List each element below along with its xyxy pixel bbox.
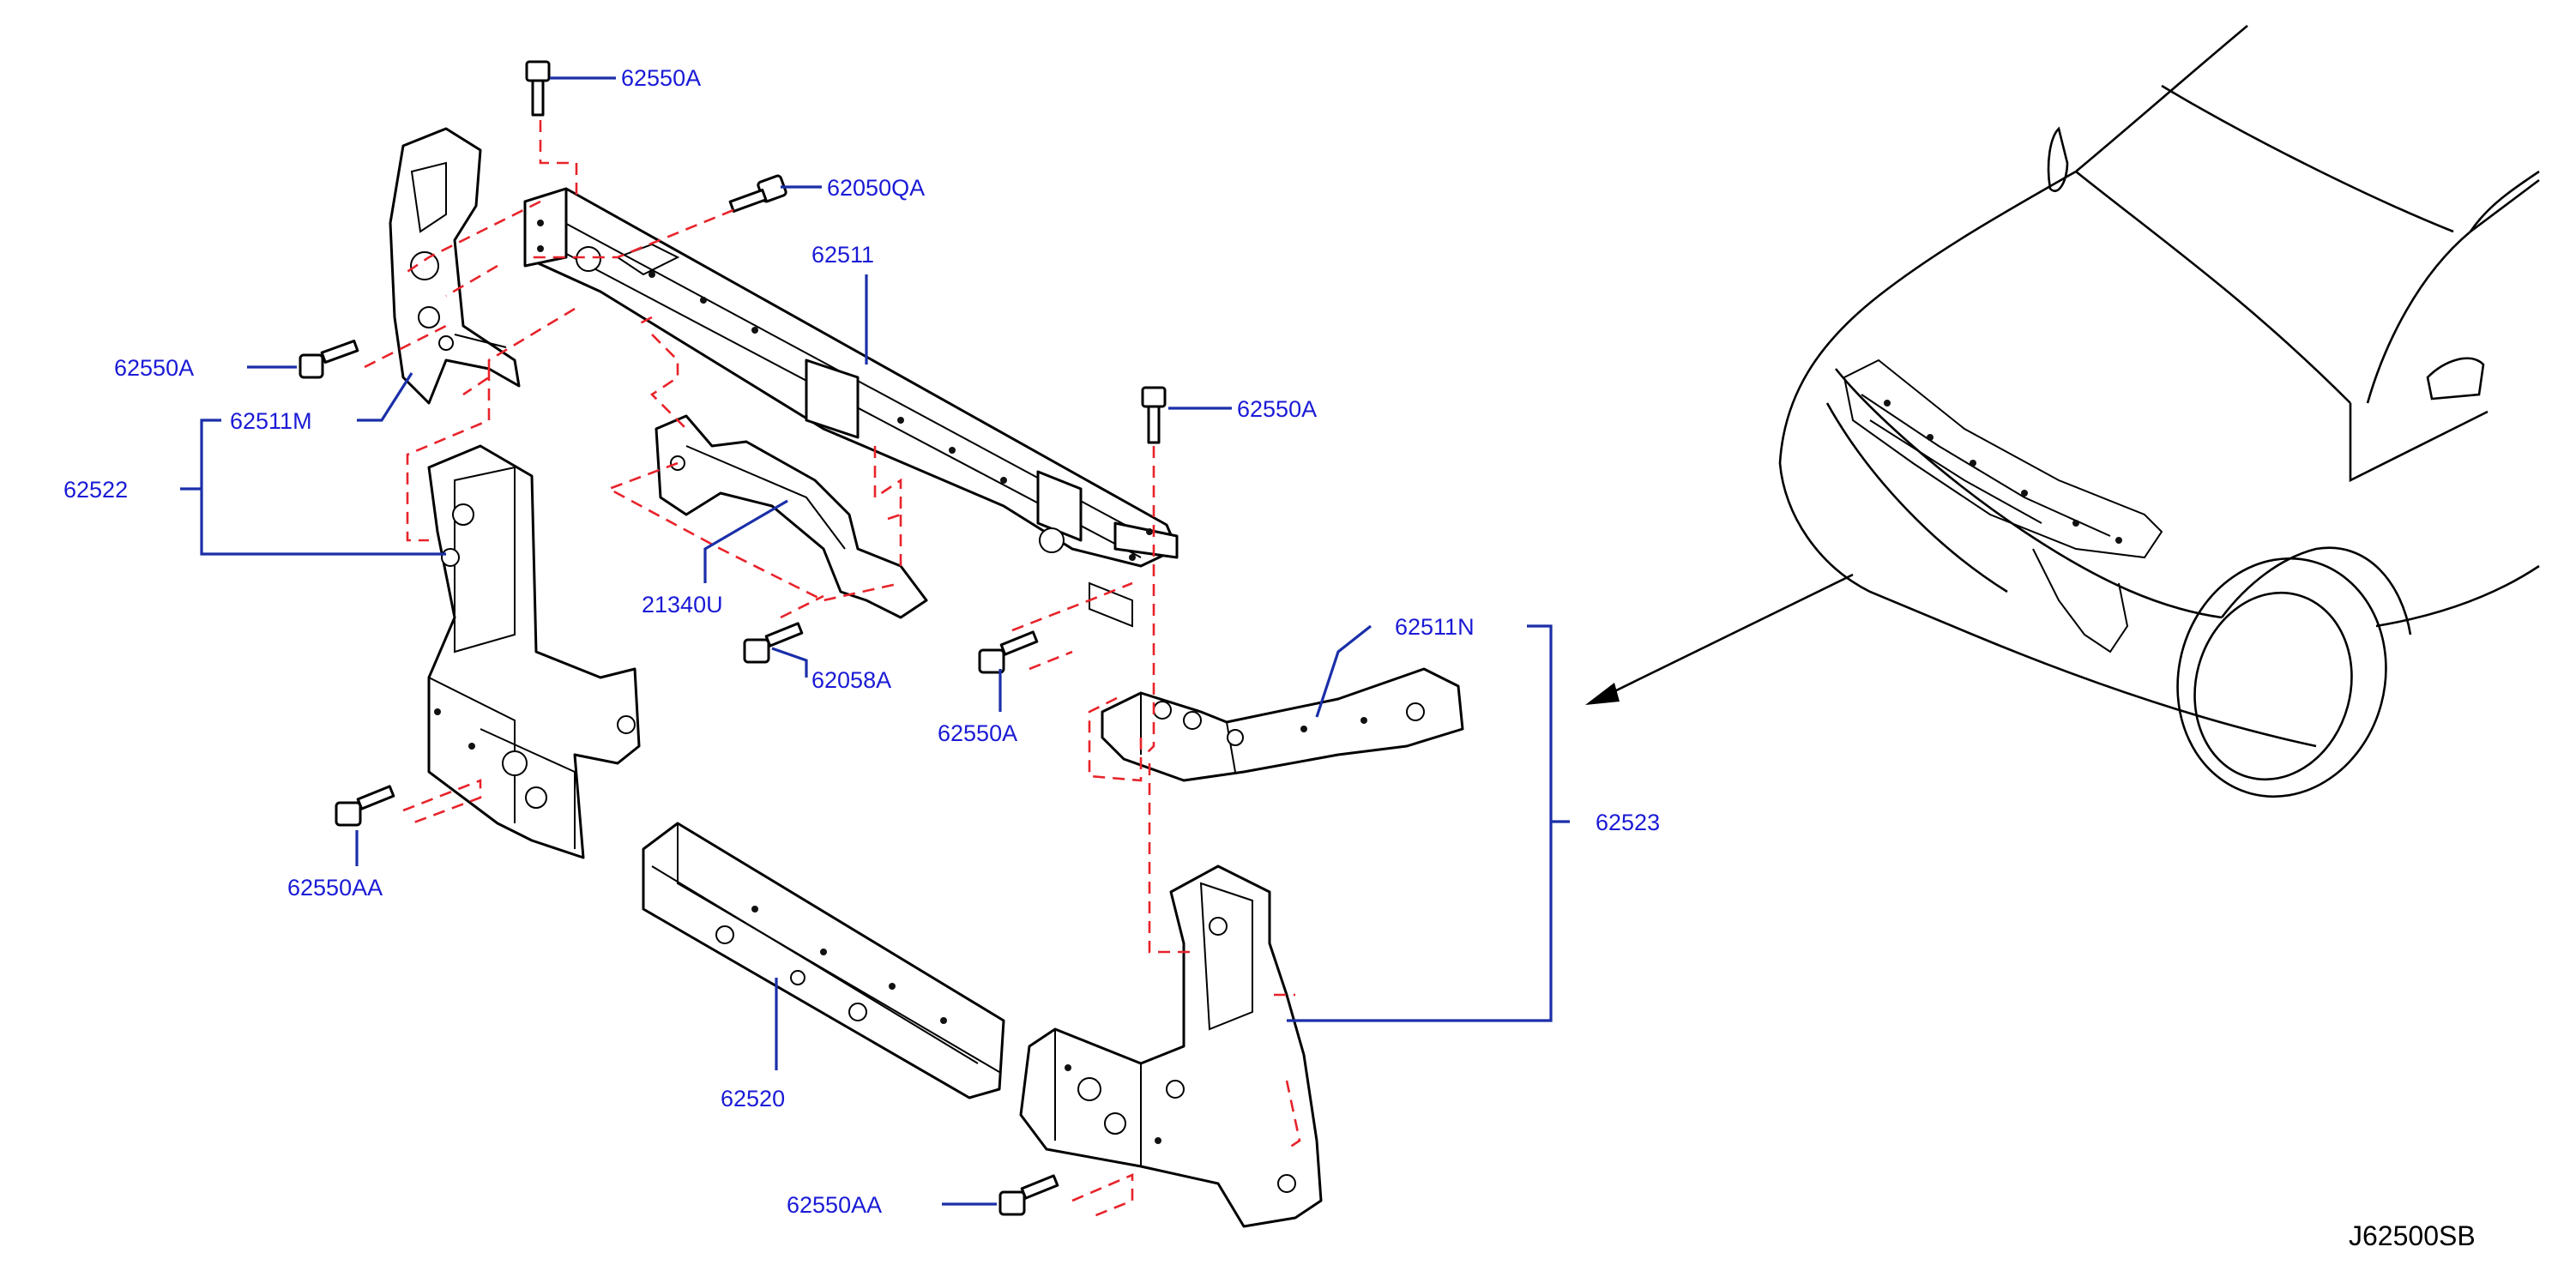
callout-62058A: 62058A <box>811 667 891 693</box>
callout-62511M: 62511M <box>230 408 312 434</box>
callout-62050QA: 62050QA <box>827 175 925 201</box>
callout-21340U: 21340U <box>642 592 723 617</box>
callout-62522: 62522 <box>63 477 128 503</box>
right-upper-bracket-62511N <box>1101 667 1464 782</box>
bolt-62550A-left <box>299 340 359 379</box>
vehicle-outline <box>1778 25 2540 798</box>
callout-62550AA-left: 62550AA <box>287 875 383 901</box>
upper-radiator-support-62511 <box>523 187 1179 628</box>
callout-62550A-top: 62550A <box>621 65 701 91</box>
left-side-member-62522 <box>427 444 641 859</box>
callout-62511: 62511 <box>811 242 874 268</box>
callout-62523: 62523 <box>1596 810 1660 835</box>
bolt-62550AA-left <box>335 785 395 827</box>
callout-62550AA-bottom: 62550AA <box>787 1192 882 1218</box>
callout-62550A-mid: 62550A <box>1237 396 1317 422</box>
bolt-62550AA-bottom <box>998 1174 1059 1216</box>
diagram-code: J62500SB <box>2349 1220 2476 1251</box>
hood-lock-bracket-21340U <box>655 414 928 619</box>
right-side-member-62523 <box>1019 864 1323 1228</box>
assembly-guide-lines <box>364 120 1301 1220</box>
bolt-62550A-low <box>978 630 1039 674</box>
vehicle-pointer-arrow <box>1585 573 1854 705</box>
callout-62520: 62520 <box>721 1086 785 1111</box>
left-upper-bracket-62511M <box>389 127 521 405</box>
bolt-62550A-mid <box>1141 386 1167 444</box>
callout-62550A-low: 62550A <box>938 720 1017 746</box>
callout-62550A-left: 62550A <box>114 355 194 381</box>
bolt-62550A-top <box>525 60 551 117</box>
leader-lines <box>180 76 1570 1206</box>
callout-62511N: 62511N <box>1395 614 1475 640</box>
bolt-62050QA <box>728 174 787 213</box>
lower-radiator-support-62520 <box>642 822 1005 1099</box>
bolt-62058A <box>743 622 804 664</box>
